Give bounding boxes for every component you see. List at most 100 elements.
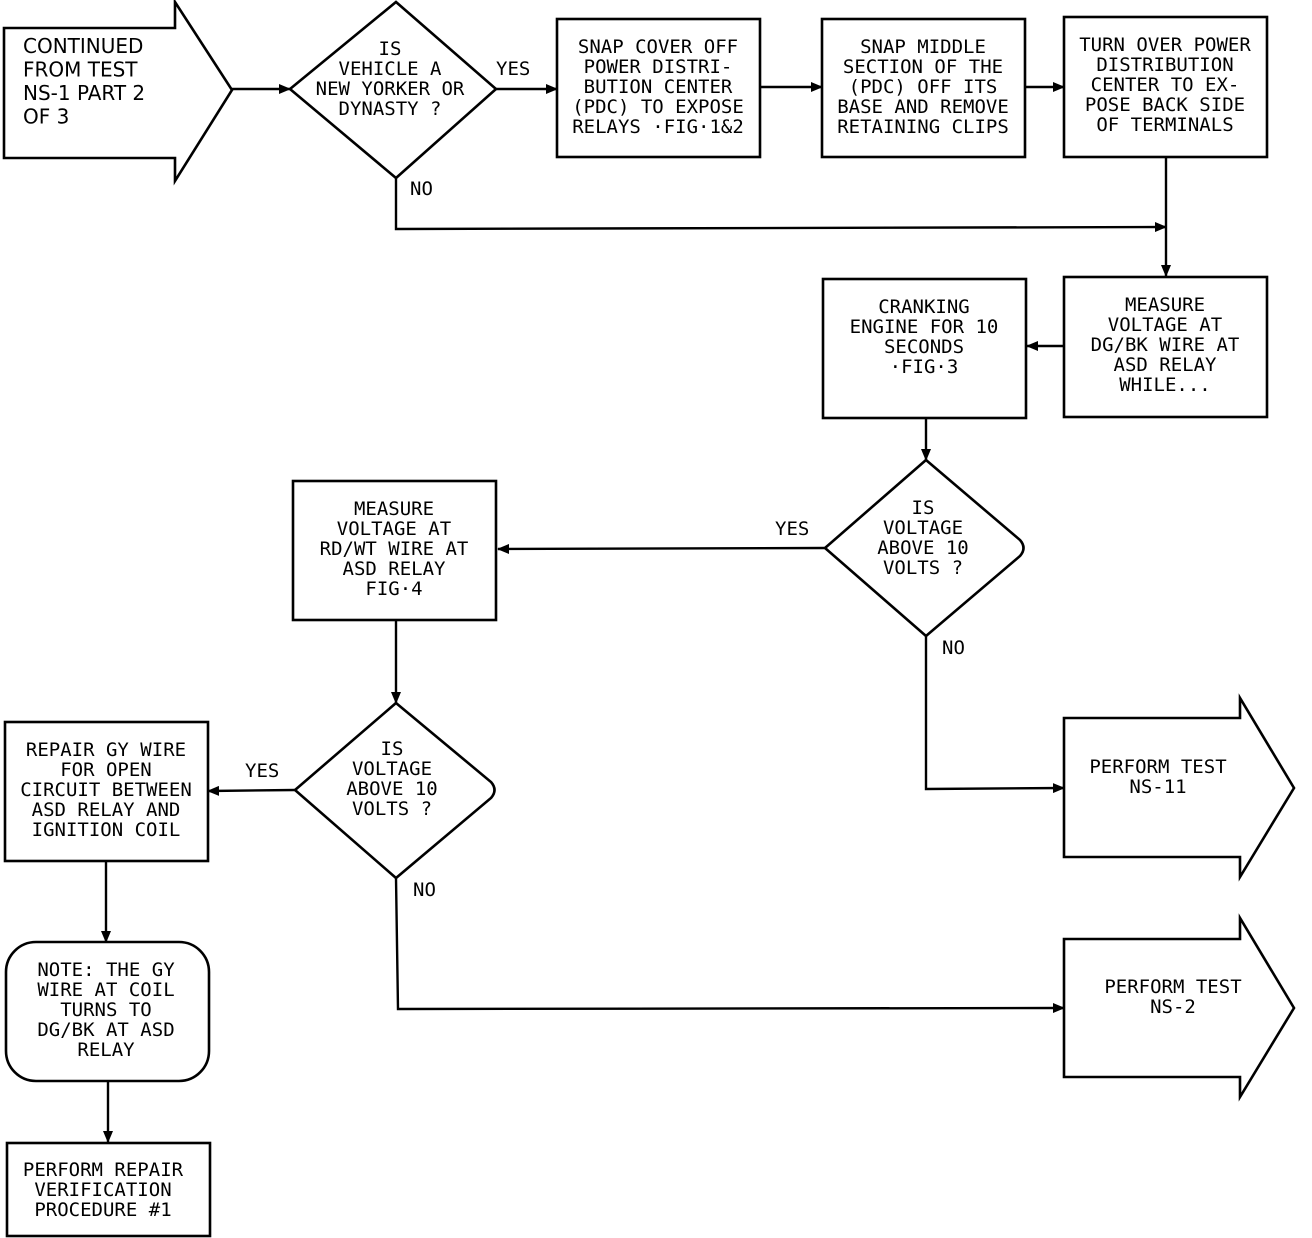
note-line: NOTE: THE GY: [37, 959, 175, 981]
snap-middle-line: (PDC) OFF ITS: [849, 76, 998, 98]
edge-vehicle-no: [394, 178, 1167, 233]
verify-line: PROCEDURE #1: [34, 1199, 171, 1221]
repair-gy-line: ASD RELAY AND: [32, 799, 181, 821]
snap-cover-line: POWER DISTRI-: [584, 56, 733, 78]
start-line: OF 3: [23, 105, 69, 129]
measure-dgbk-line: VOLTAGE AT: [1108, 314, 1222, 336]
label-voltage1-yes: YES: [775, 518, 809, 540]
label-voltage1-no: NO: [942, 637, 965, 659]
q-voltage1-line: ABOVE 10: [877, 537, 969, 559]
ns11-line: NS-11: [1129, 776, 1186, 798]
measure-rdwt-line: MEASURE: [354, 498, 434, 520]
measure-dgbk-box: [1062, 275, 1269, 419]
edge-voltage2-no: [394, 877, 1065, 1014]
snap-cover-line: (PDC) TO EXPOSE: [572, 96, 744, 118]
label-vehicle-no: NO: [410, 178, 433, 200]
edge-labels: YES NO YES NO YES NO: [245, 58, 965, 901]
start-line: CONTINUED: [23, 34, 143, 58]
snap-cover-line: RELAYS ·FIG·1&2: [572, 116, 744, 138]
note-line: TURNS TO: [60, 999, 152, 1021]
edges: [101, 82, 1171, 1143]
decision-voltage2-shape: [293, 701, 496, 880]
node-verify: [5, 1141, 212, 1238]
label-vehicle-yes: YES: [496, 58, 530, 80]
node-snap-middle: [820, 17, 1027, 159]
ns2-arrow-shape: [1062, 913, 1296, 1102]
verify-line: PERFORM REPAIR: [23, 1159, 184, 1181]
measure-rdwt-box: [291, 479, 498, 622]
q-voltage1-line: VOLTS ?: [883, 557, 963, 579]
measure-rdwt-line: VOLTAGE AT: [337, 518, 451, 540]
start-arrow-shape: [2, 0, 234, 186]
q-vehicle-line: IS: [379, 38, 402, 60]
verify-box: [5, 1141, 212, 1238]
label-voltage2-yes: YES: [245, 760, 279, 782]
q-voltage2-line: IS: [381, 738, 404, 760]
node-cranking: [821, 277, 1028, 420]
node-ns2: [1062, 913, 1296, 1102]
turn-over-line: DISTRIBUTION: [1096, 54, 1233, 76]
snap-middle-line: SNAP MIDDLE: [860, 36, 986, 58]
turn-over-line: POSE BACK SIDE: [1085, 94, 1245, 116]
note-line: RELAY: [77, 1039, 135, 1061]
node-q-vehicle: [287, 0, 498, 180]
node-measure-dgbk: [1062, 275, 1269, 419]
q-voltage1-line: IS: [912, 497, 935, 519]
repair-gy-box: [3, 720, 210, 863]
node-note: [4, 940, 211, 1083]
repair-gy-line: REPAIR GY WIRE: [26, 739, 186, 761]
cranking-line: ENGINE FOR 10: [850, 316, 999, 338]
note-box: [4, 940, 211, 1083]
turn-over-line: CENTER TO EX-: [1091, 74, 1240, 96]
decision-voltage1-shape: [823, 458, 1025, 638]
q-voltage1-line: VOLTAGE: [883, 517, 963, 539]
repair-gy-line: FOR OPEN: [60, 759, 152, 781]
measure-rdwt-line: FIG·4: [365, 578, 422, 600]
cranking-line: ·FIG·3: [890, 356, 959, 378]
node-repair-gy: [3, 720, 210, 863]
snap-middle-box: [820, 17, 1027, 159]
snap-cover-line: SNAP COVER OFF: [578, 36, 738, 58]
node-q-voltage1: [823, 458, 1025, 638]
label-voltage2-no: NO: [413, 879, 436, 901]
snap-middle-line: RETAINING CLIPS: [837, 116, 1009, 138]
cranking-line: CRANKING: [878, 296, 970, 318]
decision-vehicle-shape: [287, 0, 498, 180]
q-voltage2-line: ABOVE 10: [346, 778, 438, 800]
note-line: DG/BK AT ASD: [37, 1019, 174, 1041]
ns11-arrow-shape: [1062, 693, 1296, 882]
node-start: [2, 0, 234, 186]
cranking-box: [821, 277, 1028, 420]
cranking-line: SECONDS: [884, 336, 964, 358]
q-vehicle-line: NEW YORKER OR: [316, 78, 465, 100]
turn-over-line: OF TERMINALS: [1096, 114, 1233, 136]
measure-dgbk-line: ASD RELAY: [1114, 354, 1218, 376]
note-line: WIRE AT COIL: [37, 979, 174, 1001]
ns2-line: NS-2: [1150, 996, 1196, 1018]
edge-voltage1-no: [924, 636, 1065, 794]
repair-gy-line: CIRCUIT BETWEEN: [20, 779, 192, 801]
snap-cover-box: [555, 17, 762, 159]
turn-over-box: [1062, 15, 1269, 159]
measure-rdwt-line: ASD RELAY: [343, 558, 447, 580]
node-turn-over: [1062, 15, 1269, 159]
q-voltage2-line: VOLTS ?: [352, 798, 432, 820]
measure-rdwt-line: RD/WT WIRE AT: [320, 538, 469, 560]
node-measure-rdwt: [291, 479, 498, 622]
measure-dgbk-line: DG/BK WIRE AT: [1091, 334, 1240, 356]
node-ns11: [1062, 693, 1296, 882]
